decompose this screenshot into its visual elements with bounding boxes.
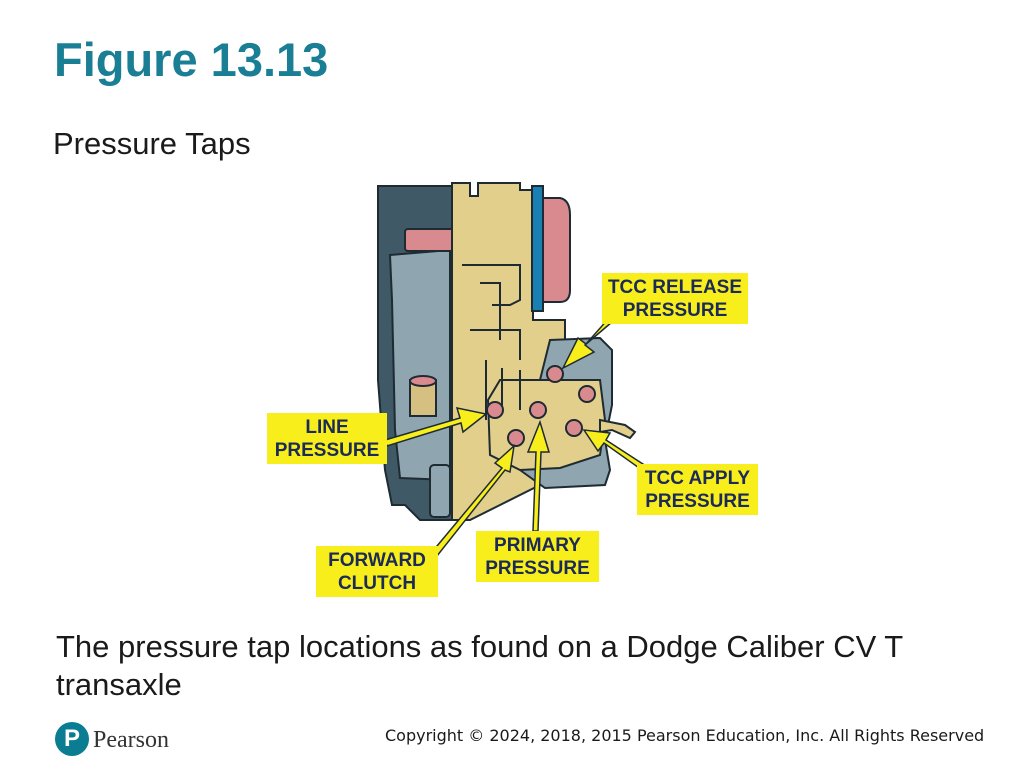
pipe-left-top bbox=[409, 375, 437, 387]
tap-tcc-apply bbox=[565, 419, 583, 437]
label-primary-line2: PRESSURE bbox=[485, 558, 590, 579]
label-tcc-release-pressure: TCC RELEASE PRESSURE bbox=[602, 273, 748, 324]
pearson-logo-icon: P bbox=[55, 722, 89, 756]
label-line-line2: PRESSURE bbox=[274, 440, 380, 461]
label-tcc-apply-line2: PRESSURE bbox=[645, 491, 750, 512]
pressure-taps bbox=[486, 365, 596, 447]
label-forward-line1: FORWARD bbox=[328, 550, 426, 571]
label-line-pressure: LINE PRESSURE bbox=[267, 413, 387, 464]
figure-caption: The pressure tap locations as found on a… bbox=[56, 629, 903, 702]
tap-tcc-release bbox=[546, 365, 564, 383]
label-forward-line2: CLUTCH bbox=[337, 573, 417, 594]
tap-primary bbox=[529, 401, 547, 419]
arrow-primary bbox=[526, 419, 551, 532]
tap-forward bbox=[507, 429, 525, 447]
label-tcc-release-line1: TCC RELEASE bbox=[607, 277, 743, 298]
label-tcc-release-line2: PRESSURE bbox=[622, 300, 728, 321]
pearson-logo-letter: P bbox=[63, 725, 80, 752]
label-primary-pressure: PRIMARY PRESSURE bbox=[476, 531, 599, 582]
label-tcc-apply-pressure: TCC APPLY PRESSURE bbox=[637, 464, 758, 515]
pearson-brand: Pearson bbox=[93, 727, 169, 753]
internal-channels bbox=[462, 264, 521, 420]
pink-cover-right bbox=[542, 197, 571, 303]
slide-subtitle: Pressure Taps bbox=[53, 126, 251, 161]
label-primary-line1: PRIMARY bbox=[494, 535, 581, 556]
housing-inner-gray bbox=[388, 248, 451, 482]
label-forward-clutch: FORWARD CLUTCH bbox=[316, 546, 438, 597]
tap-right-upper bbox=[578, 385, 596, 403]
tap-line bbox=[486, 401, 504, 419]
arrow-line bbox=[384, 407, 488, 447]
arrow-tcc-apply bbox=[582, 429, 648, 471]
label-tcc-apply-line1: TCC APPLY bbox=[644, 468, 751, 489]
blue-strip bbox=[531, 185, 544, 312]
label-line-line1: LINE bbox=[305, 417, 349, 438]
bottom-connector bbox=[429, 464, 451, 518]
arrow-forward bbox=[430, 444, 516, 558]
slide-title: Figure 13.13 bbox=[54, 33, 329, 86]
pink-block-left bbox=[404, 228, 458, 252]
valve-body bbox=[486, 379, 607, 472]
copyright-notice: Copyright © 2024, 2018, 2015 Pearson Edu… bbox=[385, 726, 985, 745]
